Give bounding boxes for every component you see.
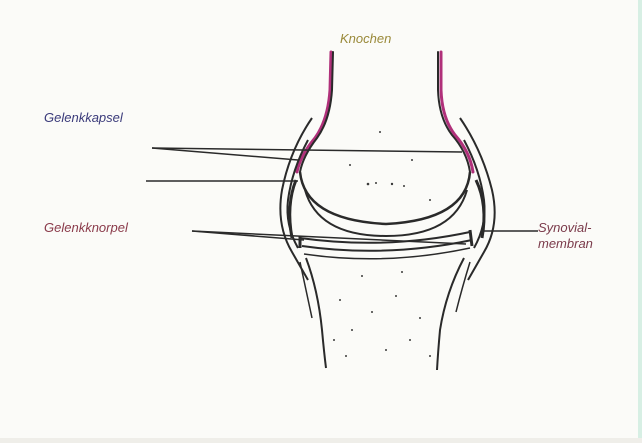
bone-texture (333, 131, 431, 357)
image-edge-bottom (0, 438, 642, 443)
label-synovial-line1: Synovial- (538, 220, 618, 236)
label-synovial-membrane: Synovial- membran (538, 220, 618, 252)
image-edge-right (638, 0, 642, 443)
label-synovial-line2: membran (538, 236, 618, 252)
upper-bone (297, 52, 473, 172)
label-joint-cartilage: Gelenkknorpel (44, 220, 128, 236)
joint-cartilage (300, 172, 472, 259)
label-joint-capsule: Gelenkkapsel (44, 110, 123, 126)
lower-bone (300, 258, 470, 370)
upper-bone-right-edge (441, 52, 473, 172)
label-bone: Knochen (340, 31, 391, 47)
